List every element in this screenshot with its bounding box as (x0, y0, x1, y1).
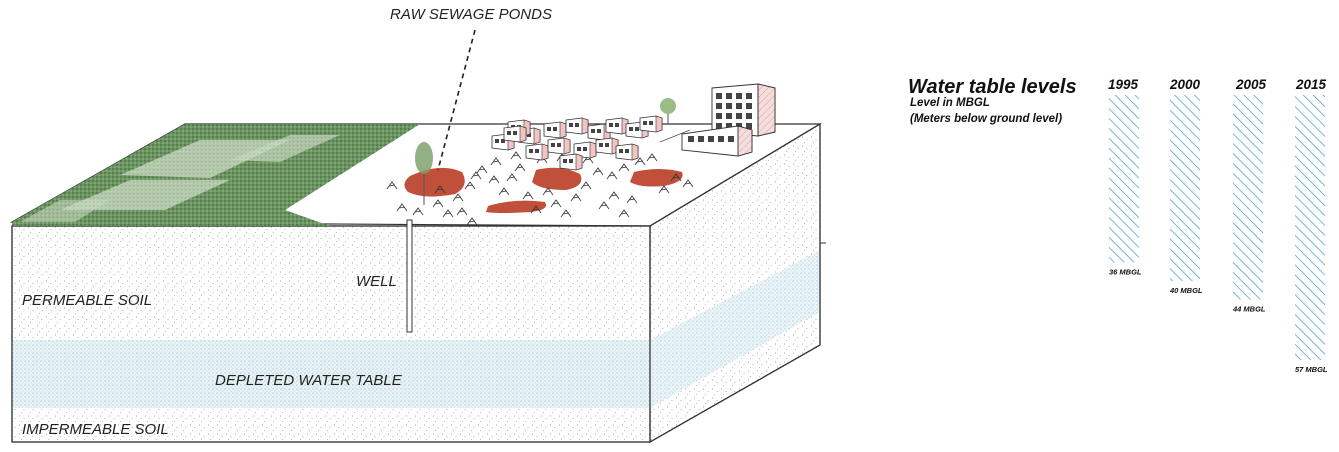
shrub-icon (634, 157, 646, 166)
tree-icon (415, 142, 433, 205)
shrub-icon (470, 171, 482, 180)
value-label: 40 MBGL (1169, 286, 1203, 295)
shrub-icon (646, 153, 658, 162)
shrubs (386, 145, 694, 226)
shrub-icon (592, 167, 604, 176)
shrub-icon (396, 203, 408, 212)
chart-subtitle-line-1: Level in MBGL (910, 97, 990, 109)
impermeable-soil-label: IMPERMEABLE SOIL (22, 421, 169, 438)
chart-subtitle-line-2: (Meters below ground level) (910, 113, 1062, 125)
value-label: 36 MBGL (1109, 267, 1142, 276)
shrub-icon (434, 185, 446, 194)
shrub-icon (386, 181, 398, 190)
year-label: 2005 (1235, 77, 1267, 92)
pond-3 (630, 169, 683, 187)
shrub-icon (506, 173, 518, 182)
shrub-icon (452, 193, 464, 202)
shrub-icon (456, 207, 468, 216)
pond-4 (486, 200, 546, 213)
chart-title: Water table levels (908, 76, 1077, 98)
shrub-icon (670, 173, 682, 182)
apartment-building (711, 83, 776, 137)
block-front-face (11, 225, 651, 443)
well-label: WELL (356, 273, 397, 290)
shrub-icon (488, 175, 500, 184)
shrub-icon (570, 193, 582, 202)
sewage-ponds-leader (437, 29, 476, 171)
shrub-icon (682, 179, 694, 188)
sewage-ponds-label: RAW SEWAGE PONDS (390, 6, 552, 23)
water-level-bar (1233, 95, 1263, 300)
shrub-icon (476, 165, 488, 174)
water-level-bar (1170, 95, 1200, 281)
sewage-ponds (404, 167, 683, 213)
buildings (491, 115, 663, 171)
vegetation-area (12, 124, 420, 226)
row-building (659, 125, 753, 157)
year-label: 2015 (1295, 77, 1327, 92)
shrub-icon (412, 207, 424, 216)
water-table-layer-side (650, 250, 820, 408)
shrub-icon (522, 191, 534, 200)
shrub-icon (466, 217, 478, 226)
shrub-icon (550, 199, 562, 208)
permeable-soil-label: PERMEABLE SOIL (22, 292, 152, 309)
shrub-icon (514, 163, 526, 172)
shrub-icon (606, 171, 618, 180)
shrub-icon (626, 195, 638, 204)
tree-icon (660, 98, 676, 124)
value-label: 57 MBGL (1295, 365, 1328, 374)
water-table-layer (12, 340, 650, 408)
shrub-icon (432, 199, 444, 208)
year-label: 1995 (1108, 77, 1139, 92)
shrub-icon (560, 209, 572, 218)
water-level-bar (1109, 95, 1139, 263)
shrub-icon (464, 181, 476, 190)
pond-2 (532, 167, 582, 190)
shrub-icon (498, 187, 510, 196)
shrub-icon (618, 209, 630, 218)
depleted-water-table-label: DEPLETED WATER TABLE (215, 372, 403, 389)
well-shaft (406, 219, 413, 333)
shrub-icon (510, 151, 522, 160)
shrub-icon (618, 163, 630, 172)
shrub-icon (490, 157, 502, 166)
shrub-icon (542, 187, 554, 196)
water-table-chart: Water table levels Level in MBGL (Meters… (908, 76, 1328, 374)
year-label: 2000 (1169, 77, 1201, 92)
pond-1 (404, 167, 465, 197)
water-level-bar (1295, 95, 1325, 360)
shrub-icon (608, 191, 620, 200)
shrub-icon (598, 201, 610, 210)
shrub-icon (530, 205, 542, 214)
shrub-icon (658, 185, 670, 194)
shrub-icon (442, 209, 454, 218)
shrub-icon (580, 181, 592, 190)
value-label: 44 MBGL (1232, 305, 1266, 314)
